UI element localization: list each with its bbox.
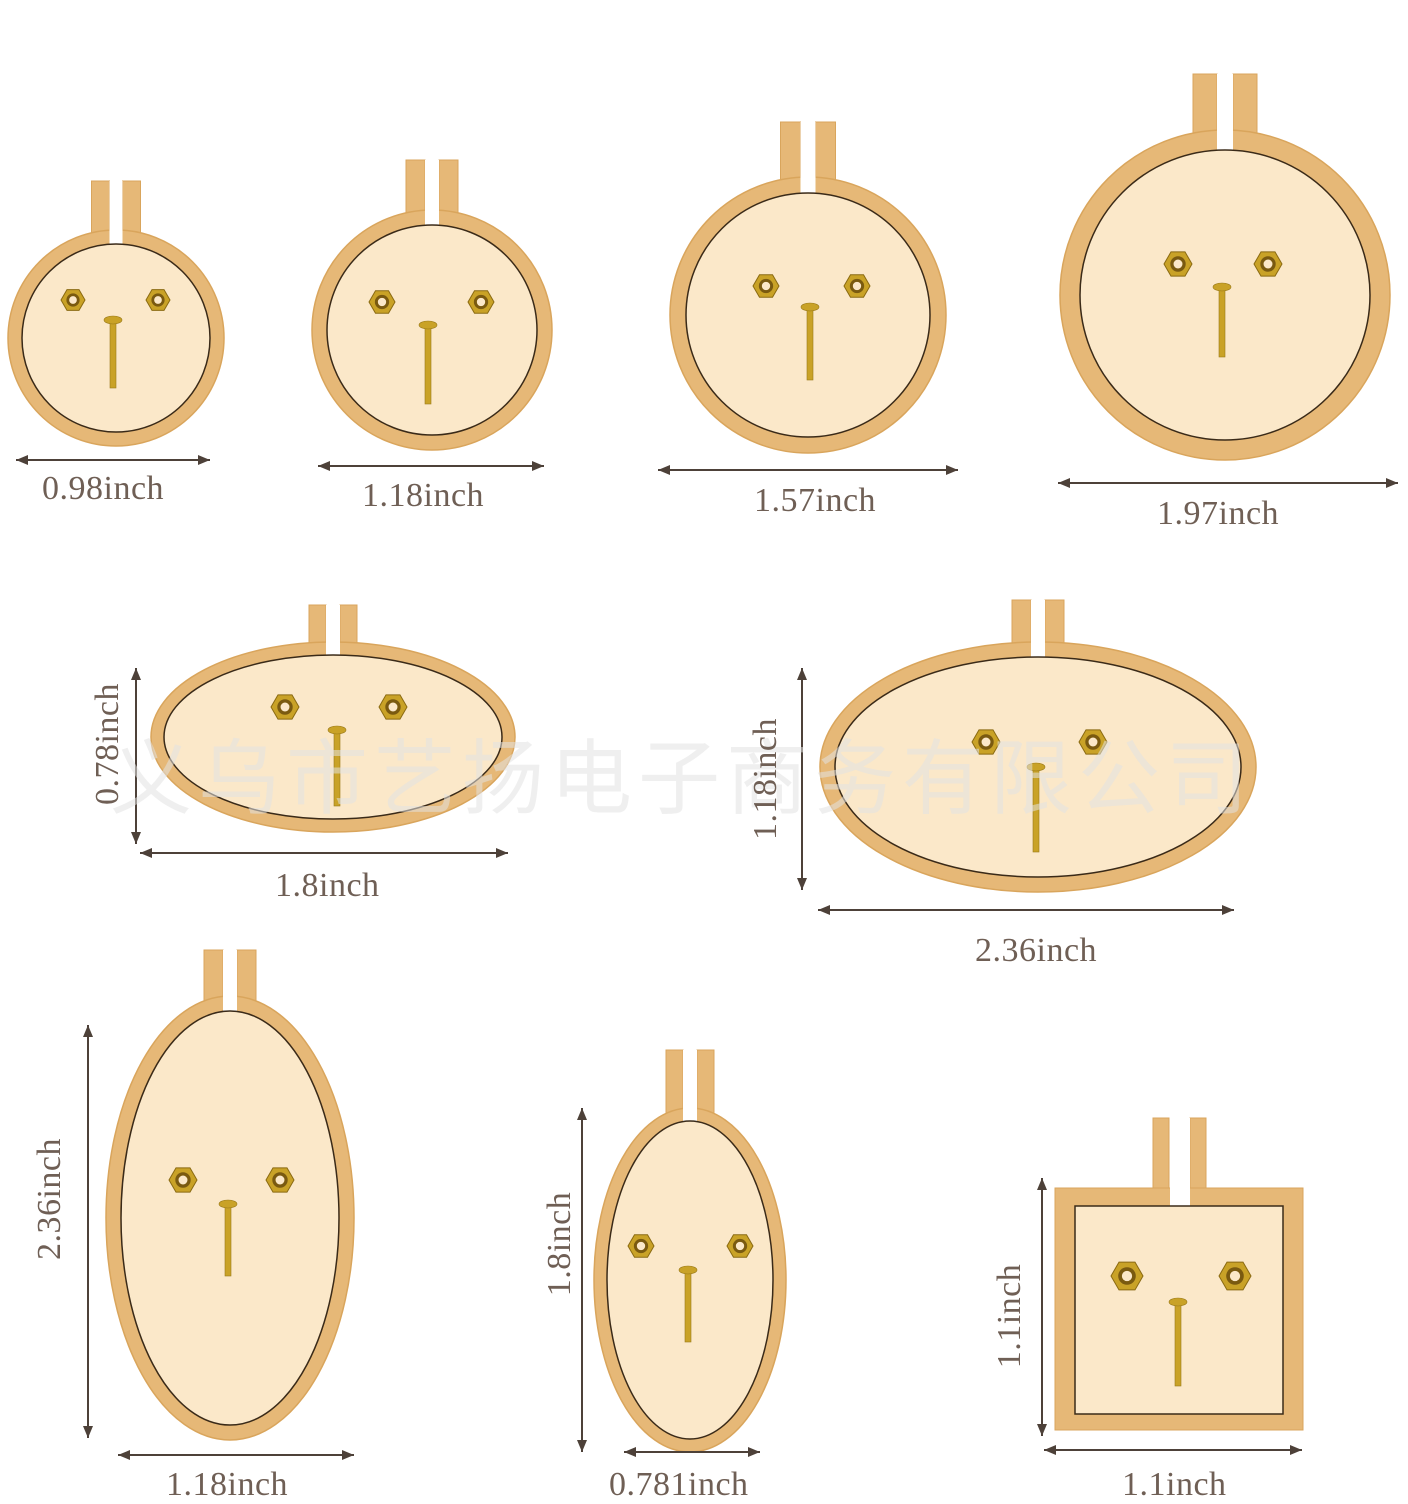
hoop-1-screw-shaft — [109, 319, 117, 389]
hoop-6-nut-1-hole — [981, 737, 991, 747]
hoop-8-height-label: 1.8inch — [541, 1191, 578, 1297]
hoop-2-screw-head — [418, 320, 438, 330]
hoop-7-height-arrow-head-1 — [83, 1025, 93, 1037]
hoop-6-screw-head — [1026, 762, 1046, 772]
hoop-2-inner-hoop — [326, 224, 538, 436]
hoop-6-nut-2-hole — [1088, 737, 1098, 747]
hoop-6-height-arrow-head-2 — [797, 878, 807, 890]
hoop-9-height-arrow-head-2 — [1037, 1424, 1047, 1436]
hoop-4-width-label: 1.97inch — [1157, 495, 1280, 532]
hoop-3-width-arrow-head-1 — [658, 465, 670, 475]
hoop-5-screw-shaft — [333, 729, 341, 807]
hoop-1-slot — [109, 181, 123, 248]
hoop-1-width-arrow-head-2 — [198, 455, 210, 465]
hoop-2-width-label: 1.18inch — [362, 477, 485, 514]
hoop-8-slot — [683, 1050, 697, 1125]
hoop-6-width-label: 2.36inch — [975, 932, 1098, 969]
hoop-2-width-arrow-head-2 — [532, 461, 544, 471]
hoop-2-nut-1-hole — [377, 297, 387, 307]
hoop-2-width-arrow-head-1 — [318, 461, 330, 471]
hoop-7-screw-head — [218, 1199, 238, 1209]
hoop-4-width-arrow-head-1 — [1058, 478, 1070, 488]
hoop-5-nut-2-hole — [388, 702, 398, 712]
hoop-9-screw-head — [1168, 1297, 1188, 1307]
hoop-6-width-arrow-head-2 — [1222, 905, 1234, 915]
hoop-9-width-arrow-head-2 — [1290, 1445, 1302, 1455]
hoop-4-width-arrow-head-2 — [1386, 478, 1398, 488]
hoop-8-width-label: 0.781inch — [609, 1466, 749, 1503]
hoop-8-screw-head — [678, 1265, 698, 1275]
hoop-1-width-arrow-head-1 — [16, 455, 28, 465]
hoop-5-screw-head — [327, 725, 347, 735]
hoop-9-width-arrow-head-1 — [1044, 1445, 1056, 1455]
hoop-3-width-label: 1.57inch — [754, 482, 877, 519]
hoop-1-nut-2-hole — [154, 296, 162, 304]
hoop-5-nut-1-hole — [280, 702, 290, 712]
hoop-9-nut-2-hole — [1229, 1270, 1241, 1282]
hoop-4-slot — [1217, 74, 1233, 154]
hoop-1-width-label: 0.98inch — [42, 470, 165, 507]
hoop-3-slot — [800, 122, 816, 197]
hoop-9-tab-right — [1189, 1117, 1207, 1199]
hoop-5-slot — [326, 605, 340, 659]
hoop-5-height-label: 0.78inch — [89, 682, 126, 806]
hoop-8-width-arrow-head-2 — [748, 1447, 760, 1457]
hoop-4-screw-shaft — [1218, 286, 1226, 358]
hoop-3-screw-shaft — [806, 306, 814, 381]
hoop-9-tab-left — [1152, 1117, 1170, 1199]
hoop-7-width-label: 1.18inch — [166, 1466, 289, 1503]
hoop-7-nut-1-hole — [178, 1175, 188, 1185]
hoop-2-nut-2-hole — [476, 297, 486, 307]
hoop-3-nut-1-hole — [761, 281, 771, 291]
hoop-6-height-label: 1.18inch — [747, 717, 784, 841]
hoop-9-height-arrow-head-1 — [1037, 1178, 1047, 1190]
hoop-3-screw-head — [800, 302, 820, 312]
hoop-9-width-label: 1.1inch — [1122, 1466, 1227, 1503]
hoop-8-height-arrow-head-1 — [577, 1108, 587, 1120]
hoop-8-nut-1-hole — [636, 1241, 646, 1251]
hoop-7-slot — [223, 950, 237, 1015]
hoop-4-nut-1-hole — [1173, 259, 1183, 269]
hoop-8-width-arrow-head-1 — [624, 1447, 636, 1457]
hoop-4-nut-2-hole — [1263, 259, 1273, 269]
hoop-6-height-arrow-head-1 — [797, 668, 807, 680]
hoop-9-height-label: 1.1inch — [991, 1263, 1028, 1369]
hoop-8-height-arrow-head-2 — [577, 1440, 587, 1452]
hoop-3-width-arrow-head-2 — [946, 465, 958, 475]
hoop-7-screw-shaft — [224, 1203, 232, 1277]
hoop-9-screw-shaft — [1174, 1301, 1182, 1387]
hoop-5-inner-hoop — [163, 654, 503, 820]
hoop-7-height-label: 2.36inch — [31, 1137, 68, 1261]
hoop-2-screw-shaft — [424, 324, 432, 405]
hoop-5-width-arrow-head-2 — [496, 848, 508, 858]
hoop-5-width-label: 1.8inch — [275, 867, 380, 904]
hoop-5-height-arrow-head-2 — [131, 832, 141, 844]
hoop-9-slot — [1170, 1118, 1190, 1206]
hoop-5-width-arrow-head-1 — [140, 848, 152, 858]
hoop-1-screw-head — [103, 315, 123, 325]
hoop-4-screw-head — [1212, 282, 1232, 292]
hoop-2-slot — [425, 160, 439, 229]
hoop-1-nut-1-hole — [69, 296, 77, 304]
hoop-6-slot — [1031, 600, 1045, 661]
hoop-7-nut-2-hole — [275, 1175, 285, 1185]
hoop-3-nut-2-hole — [852, 281, 862, 291]
hoop-7-width-arrow-head-2 — [342, 1450, 354, 1460]
hoop-7-width-arrow-head-1 — [118, 1450, 130, 1460]
hoop-6-width-arrow-head-1 — [818, 905, 830, 915]
hoop-7-height-arrow-head-2 — [83, 1426, 93, 1438]
hoop-5-height-arrow-head-1 — [131, 668, 141, 680]
hoop-8-screw-shaft — [684, 1269, 692, 1343]
hoop-6-screw-shaft — [1032, 766, 1040, 853]
hoop-9-nut-1-hole — [1121, 1270, 1133, 1282]
hoop-8-nut-2-hole — [735, 1241, 745, 1251]
